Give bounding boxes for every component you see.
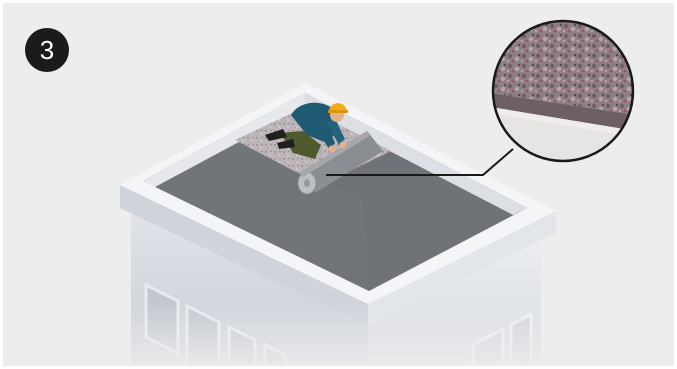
step-number: 3	[39, 35, 55, 65]
parapet-inner-wall	[305, 93, 527, 215]
parapet-inner-wall	[143, 93, 305, 187]
illustration-frame: 3	[3, 3, 674, 366]
step-badge	[25, 28, 69, 72]
parapet-front-face	[120, 185, 368, 326]
membrane-roll	[297, 131, 383, 195]
felt-closeup-callout	[491, 19, 635, 163]
roof-deck	[143, 93, 527, 291]
hard-hat-icon	[329, 103, 347, 111]
callout-line	[326, 148, 514, 176]
roofing-illustration	[3, 19, 674, 366]
parapet-side-face	[368, 211, 556, 326]
bottom-fade	[3, 303, 674, 366]
worker-figure	[265, 102, 348, 159]
